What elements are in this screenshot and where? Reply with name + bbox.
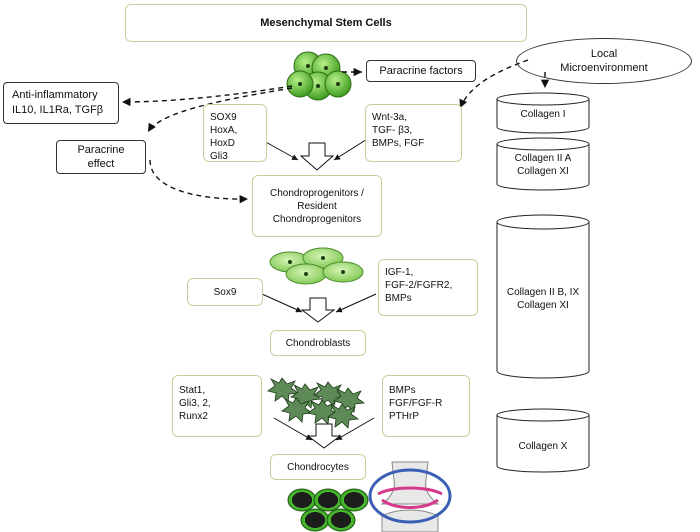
local-label: Local (590, 48, 618, 60)
factor-sox9-stage2: Sox9 (213, 286, 237, 298)
paracrine-factors-label: Paracrine factors (379, 64, 463, 77)
stage3-left-factors: Stat1, Gli3, 2, Runx2 (172, 375, 262, 437)
factor-fgf2-fgfr2: FGF-2/FGFR2, (385, 280, 453, 291)
chondroblasts-box: Chondroblasts (270, 330, 366, 356)
stage2-right-factors: IGF-1, FGF-2/FGFR2, BMPs (378, 259, 478, 316)
anti-inflammatory-factors: IL10, IL1Ra, TGFβ (12, 104, 104, 116)
chondroblast-cells (267, 377, 366, 429)
stage2-left-factors: Sox9 (187, 278, 263, 306)
anti-inflammatory-label: Anti-inflammatory (12, 89, 98, 101)
collagen-i-text: Collagen I (520, 109, 566, 120)
stage1-right-factors: Wnt-3a, TGF- β3, BMPs, FGF (365, 104, 462, 162)
collagen-iib-ix-text: Collagen II B, IX (506, 287, 580, 298)
factor-hox: HoxA, HoxD (210, 125, 238, 149)
effect-label: effect (87, 158, 115, 170)
collagen-xi-text-2: Collagen XI (517, 300, 569, 311)
factor-bmps-stage2: BMPs (385, 293, 412, 304)
knee-joint-image (368, 461, 452, 532)
progenitor-cells (269, 247, 364, 285)
microenvironment-label: Microenvironment (560, 62, 648, 74)
stage3-arrows (273, 417, 375, 449)
paracrine-factors-box: Paracrine factors (366, 60, 476, 82)
factor-runx2: Runx2 (179, 411, 208, 422)
factor-gli3-2: Gli3, 2, (179, 398, 211, 409)
factor-igf1: IGF-1, (385, 267, 414, 278)
factor-bmps-fgf: BMPs, FGF (372, 138, 425, 149)
collagen-x-text: Collagen X (518, 441, 568, 452)
collagen-iia-text: Collagen II A (514, 153, 572, 164)
chondroprogenitors-label-1: Chondroprogenitors / (270, 187, 364, 199)
msc-cell-cluster (286, 51, 352, 101)
chondrocytes-box: Chondrocytes (270, 454, 366, 480)
stage3-right-factors: BMPs FGF/FGF-R PTHrP (382, 375, 470, 437)
chondrocytes-label: Chondrocytes (287, 461, 349, 473)
collagen-xi-text-1: Collagen XI (517, 166, 569, 177)
factor-stat1: Stat1, (179, 385, 206, 396)
anti-inflammatory-box: Anti-inflammatory IL10, IL1Ra, TGFβ (3, 82, 119, 124)
stage2-arrows (261, 293, 377, 323)
page-title: Mesenchymal Stem Cells (260, 16, 392, 29)
collagen-iib-label: Collagen II B, IX Collagen XI (492, 286, 594, 312)
factor-sox9: SOX9 (210, 112, 237, 123)
local-microenvironment-ellipse: Local Microenvironment (516, 38, 692, 84)
stage1-left-factors: SOX9 HoxA, HoxD Gli3 (203, 104, 267, 162)
chondroblasts-label: Chondroblasts (285, 337, 351, 349)
chondroprogenitors-label-2: Resident (297, 200, 337, 212)
factor-bmps-stage3: BMPs (389, 385, 416, 396)
factor-gli3: Gli3 (210, 151, 228, 162)
collagen-cylinders (496, 92, 590, 473)
factor-tgfb3: TGF- β3, (372, 125, 413, 136)
chondroprogenitors-box: Chondroprogenitors / Resident Chondropro… (252, 175, 382, 237)
collagen-x-label: Collagen X (497, 440, 589, 453)
collagen-i-label: Collagen I (497, 108, 589, 121)
factor-pthrp: PTHrP (389, 411, 419, 422)
factor-wnt3a: Wnt-3a, (372, 112, 408, 123)
chondrocyte-cells (287, 488, 369, 532)
paracrine-effect-box: Paracrine effect (56, 140, 146, 174)
title-box: Mesenchymal Stem Cells (125, 4, 527, 42)
paracrine-label: Paracrine (77, 144, 125, 156)
chondroprogenitors-label-3: Chondroprogenitors (272, 213, 362, 225)
collagen-iia-label: Collagen II A Collagen XI (497, 152, 589, 178)
stage1-arrows (254, 135, 373, 171)
factor-fgf-fgfr: FGF/FGF-R (389, 398, 443, 409)
